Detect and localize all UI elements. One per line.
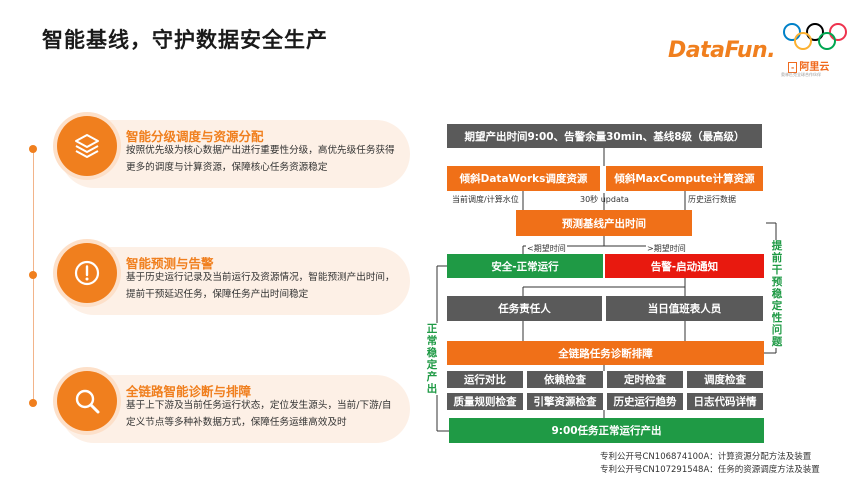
datafun-logo-text: DataFun [668, 38, 768, 63]
check-item: 依赖检查 [527, 371, 603, 388]
label-greater-than-expected: >期望时间 [646, 243, 687, 254]
patent-line: 专利公开号CN106874100A：计算资源分配方法及装置 [600, 452, 812, 462]
flow-duty-staff: 当日值班表人员 [606, 296, 763, 321]
feature-icon-circle [57, 371, 117, 431]
flow-alarm-notify: 告警-启动通知 [605, 254, 764, 278]
timeline-dot [29, 145, 37, 153]
flow-baseline-config: 期望产出时间9:00、告警余量30min、基线8级（最高级） [447, 124, 762, 148]
feature-text: 按照优先级为核心数据产出进行重要性分级，高优先级任务获得更多的调度与计算资源，保… [126, 145, 395, 173]
aliyun-logo: -阿里云 [788, 58, 829, 73]
feature-icon-circle [57, 243, 117, 303]
patent-line: 专利公开号CN107291548A：任务的资源调度方法及装置 [600, 465, 820, 475]
label-less-than-expected: <期望时间 [526, 243, 567, 254]
search-icon [75, 389, 100, 414]
feature-title: 智能预测与告警 [126, 256, 214, 271]
timeline-dot [29, 399, 37, 407]
feature-text: 基于历史运行记录及当前运行及资源情况，智能预测产出时间，提前干预延迟任务，保障任… [126, 272, 395, 300]
page-title: 智能基线，守护数据安全生产 [42, 28, 328, 52]
feature-card [60, 375, 410, 443]
aliyun-logo-subtitle: 奥林匹克全球合作伙伴 [781, 72, 821, 77]
check-item: 定时检查 [607, 371, 683, 388]
flow-predict-baseline: 预测基线产出时间 [516, 210, 692, 236]
flow-safe-normal: 安全-正常运行 [447, 254, 603, 278]
feature-title: 智能分级调度与资源分配 [126, 129, 264, 144]
aliyun-logo-text: 阿里云 [799, 62, 830, 73]
feature-title: 全链路智能诊断与排障 [126, 384, 252, 399]
alert-icon [74, 260, 100, 286]
label-current-level: 当前调度/计算水位 [452, 195, 519, 204]
check-item: 日志代码详情 [687, 393, 763, 410]
check-item: 调度检查 [687, 371, 763, 388]
flow-tilt-dataworks: 倾斜DataWorks调度资源 [447, 166, 600, 191]
flow-task-owner: 任务责任人 [447, 296, 602, 321]
flow-full-link-diagnosis: 全链路任务诊断排障 [447, 341, 764, 365]
check-item: 引擎资源检查 [527, 393, 603, 410]
label-update: 30秒 updata [580, 195, 629, 204]
feature-text: 基于上下游及当前任务运行状态，定位发生源头，当前/下游/自定义节点等多种补数据方… [126, 400, 392, 428]
flow-tilt-maxcompute: 倾斜MaxCompute计算资源 [606, 166, 763, 191]
timeline-dot [29, 271, 37, 279]
olympic-rings-icon [783, 23, 847, 50]
feature-card [60, 120, 410, 188]
label-history: 历史运行数据 [688, 195, 736, 204]
side-label-early-intervention: 提前干预稳定性问题 [771, 240, 783, 348]
check-item: 运行对比 [447, 371, 523, 388]
check-item: 历史运行趋势 [607, 393, 683, 410]
side-label-normal-output: 正常稳定产出 [426, 323, 438, 395]
datafun-logo: DataFun. [668, 38, 776, 63]
flow-final-output: 9:00任务正常运行产出 [449, 418, 764, 443]
feature-icon-circle [57, 116, 117, 176]
layers-icon [75, 134, 99, 158]
feature-card [60, 247, 410, 315]
check-item: 质量规则检查 [447, 393, 523, 410]
